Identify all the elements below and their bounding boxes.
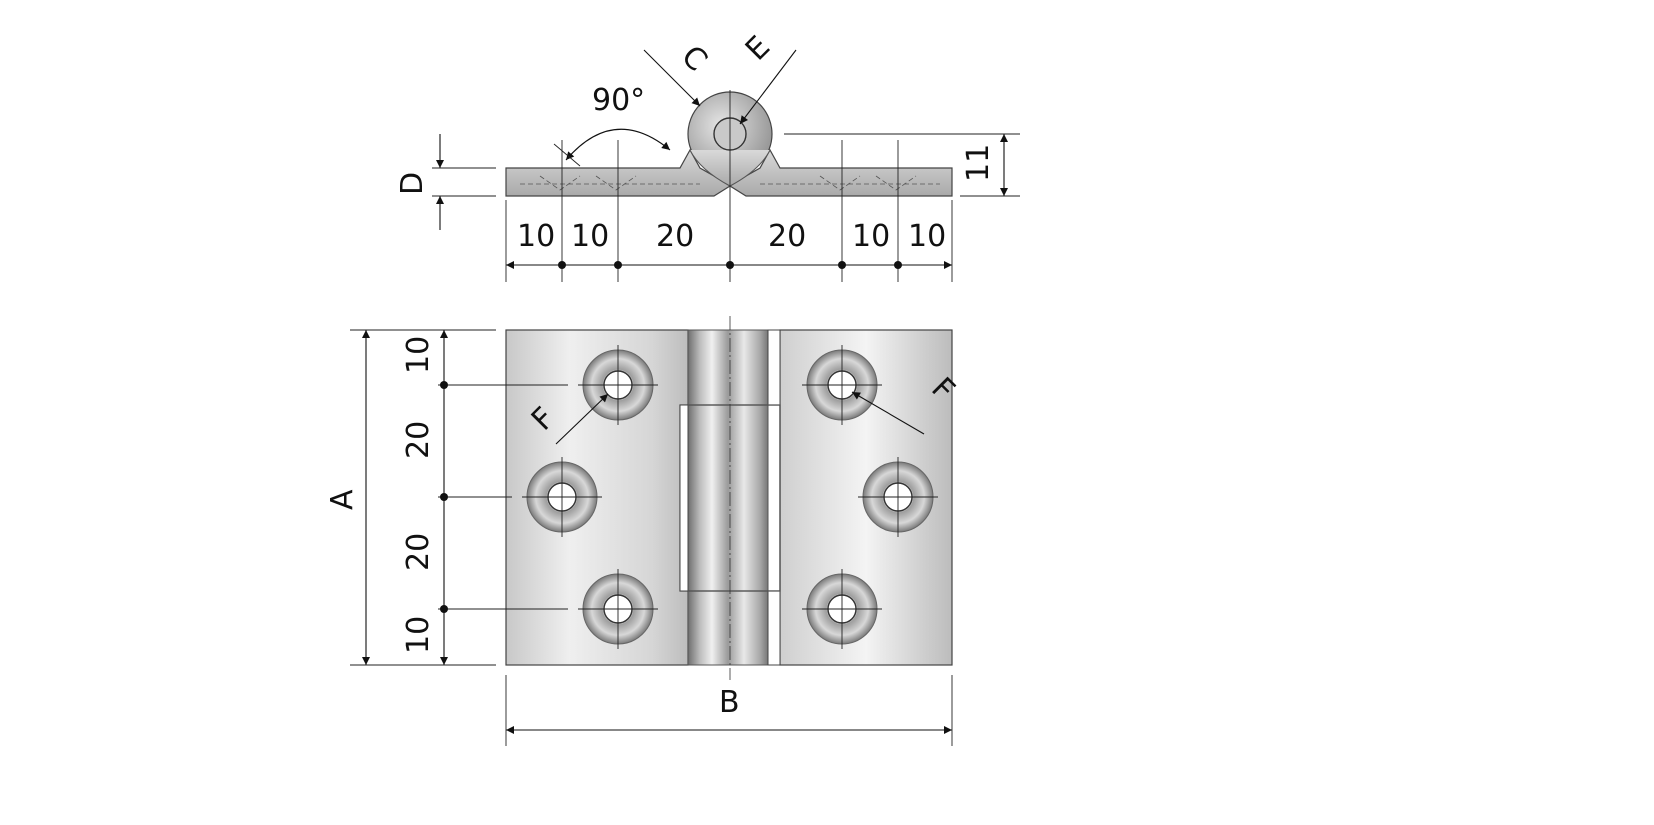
front-knuckle	[687, 329, 769, 666]
angle-label: 90°	[592, 83, 645, 118]
hole-left-bottom	[578, 569, 658, 649]
hole-right-middle	[858, 457, 938, 537]
side-dim-1: 10	[517, 219, 555, 254]
front-view: F F A 10 20 20 10 B	[325, 316, 961, 746]
label-e: E	[739, 29, 777, 67]
hole-left-top	[578, 345, 658, 425]
label-d: D	[395, 172, 430, 195]
side-view-hidden-lines	[520, 175, 940, 191]
thickness-label: 11	[961, 144, 996, 182]
front-dim-1: 10	[401, 336, 436, 374]
mounting-holes	[522, 345, 938, 649]
hole-right-top	[802, 345, 882, 425]
hole-right-bottom	[802, 569, 882, 649]
hole-left-middle	[522, 457, 602, 537]
side-view: 90° C E D 11 10 10 20 20 10 10	[395, 29, 1020, 282]
label-c: C	[674, 39, 714, 79]
label-b: B	[719, 685, 740, 720]
side-dim-6: 10	[908, 219, 946, 254]
side-dim-4: 20	[768, 219, 806, 254]
side-dim-5: 10	[852, 219, 890, 254]
front-dim-3: 20	[401, 533, 436, 571]
side-dim-2: 10	[571, 219, 609, 254]
front-dim-4: 10	[401, 616, 436, 654]
front-dim-2: 20	[401, 421, 436, 459]
label-a: A	[325, 489, 360, 510]
side-dim-3: 20	[656, 219, 694, 254]
